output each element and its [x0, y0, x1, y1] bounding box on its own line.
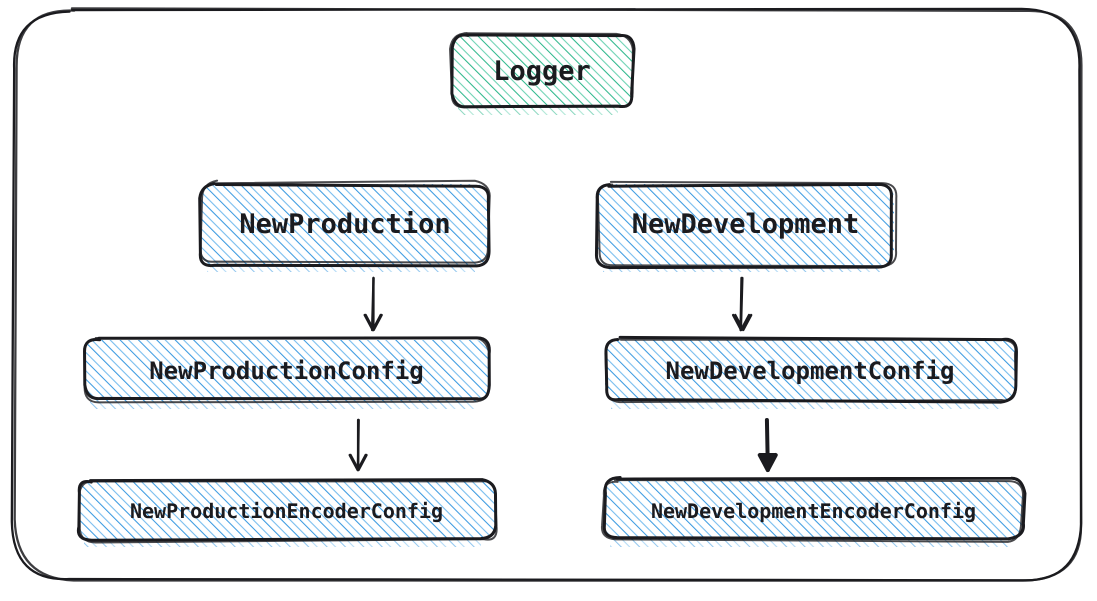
- outer-frame: [10, 7, 1083, 582]
- node-shapes: [76, 32, 1027, 547]
- edge-arrows: [348, 276, 778, 472]
